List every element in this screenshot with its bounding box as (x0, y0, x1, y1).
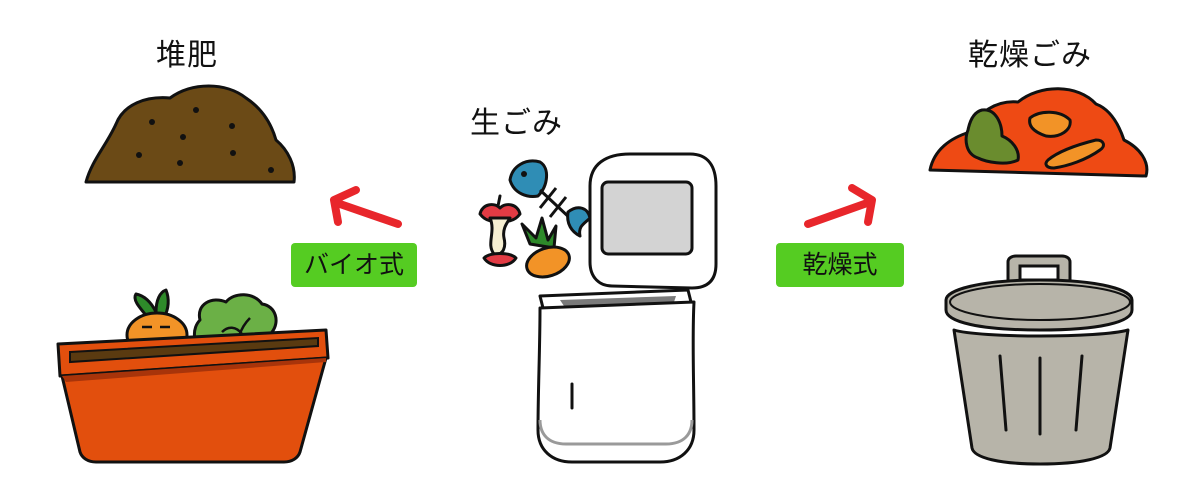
bio-method-badge: バイオ式 (291, 243, 417, 287)
fish-bone-icon (508, 159, 592, 238)
apple-core-icon (478, 194, 522, 267)
dried-garbage-pile-icon (928, 87, 1149, 178)
trash-can-icon (944, 254, 1134, 466)
planter-icon (56, 288, 330, 464)
carrot-scrap-icon (520, 216, 571, 279)
compost-label: 堆肥 (156, 38, 218, 73)
dry-method-badge: 乾燥式 (776, 243, 904, 287)
arrow-to-compost-icon (330, 186, 402, 228)
raw-garbage-label: 生ごみ (470, 106, 563, 141)
compost-pile-icon (84, 84, 296, 184)
garbage-processor-icon (536, 152, 718, 464)
dry-garbage-label: 乾燥ごみ (968, 38, 1092, 73)
arrow-to-dry-icon (804, 184, 876, 228)
